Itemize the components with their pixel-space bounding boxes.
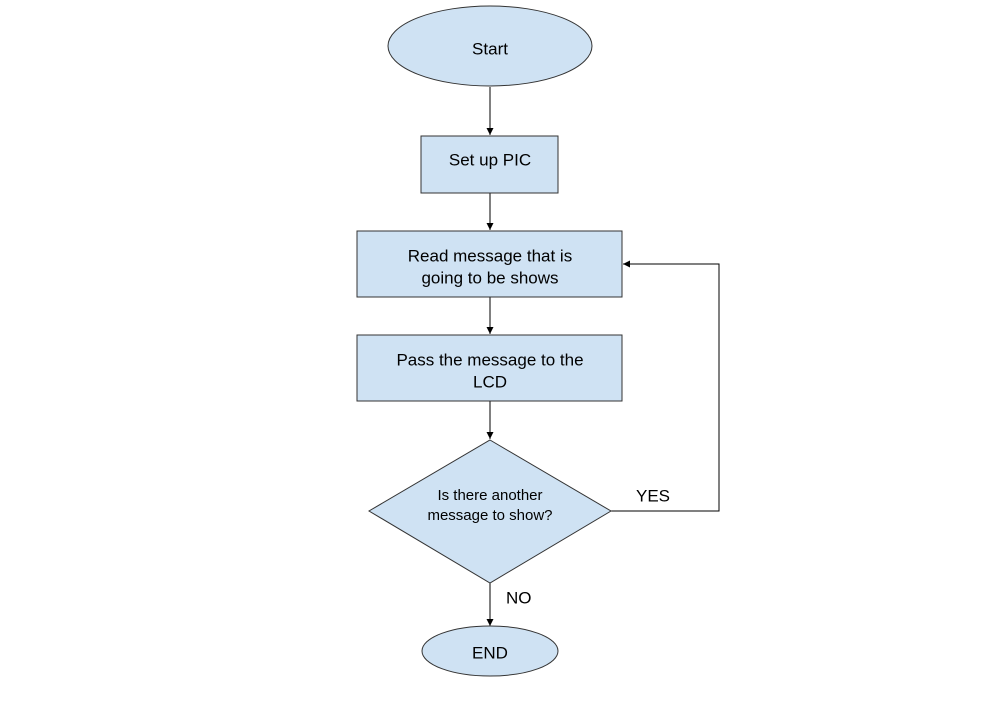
decision-label-line1: Is there another — [437, 487, 542, 504]
pass-message-label-line2: LCD — [473, 372, 507, 391]
end-node: END — [421, 625, 559, 677]
read-message-label-line1: Read message that is — [408, 246, 572, 265]
decision-label-line2: message to show? — [427, 507, 552, 524]
setup-label: Set up PIC — [449, 150, 531, 169]
no-edge-label: NO — [506, 588, 532, 607]
end-label: END — [472, 643, 508, 662]
read-message-node: Read message that is going to be shows — [356, 230, 623, 298]
edge-decision-yes-loop — [611, 260, 720, 512]
read-message-label-line2: going to be shows — [421, 268, 558, 287]
setup-node: Set up PIC — [420, 135, 559, 194]
start-node: Start — [387, 5, 593, 87]
pass-message-label-line1: Pass the message to the — [396, 350, 583, 369]
decision-node: Is there another message to show? — [368, 439, 612, 584]
start-label: Start — [472, 39, 508, 58]
yes-edge-label: YES — [636, 486, 670, 505]
pass-message-node: Pass the message to the LCD — [356, 334, 623, 402]
